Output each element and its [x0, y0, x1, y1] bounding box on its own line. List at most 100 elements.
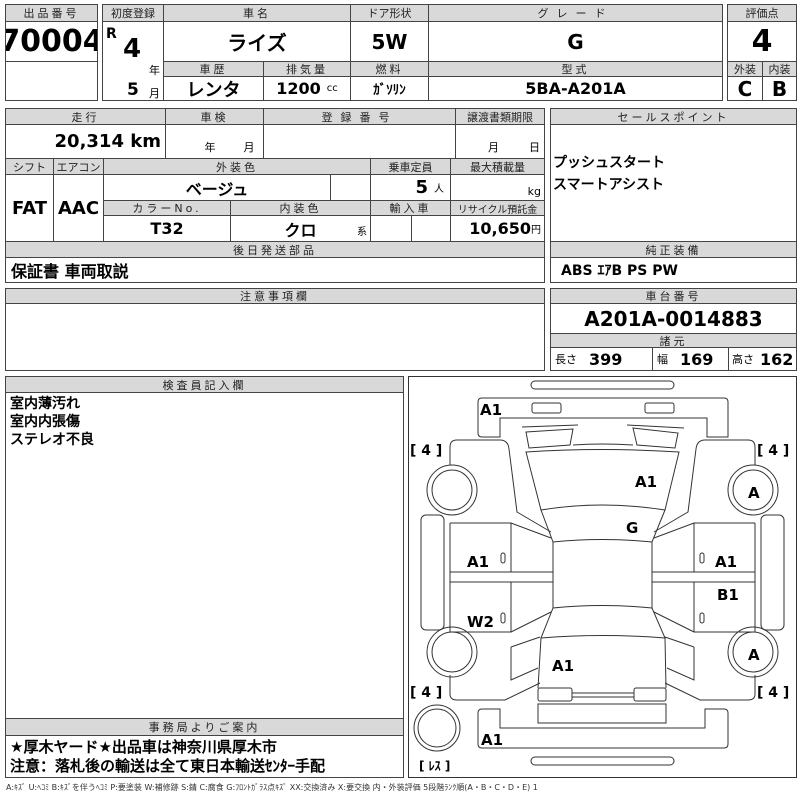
chassis-no: A201A-0014883: [550, 303, 797, 334]
tread-front-right: [ 4 ]: [757, 443, 789, 459]
office-line: ★厚木ヤード★出品車は神奈川県厚木市: [10, 737, 277, 756]
tread-rear-right: [ 4 ]: [757, 685, 789, 701]
history: レンタ: [163, 76, 264, 101]
left-front-door-grade: A1: [467, 553, 489, 571]
equipment: ABS ｴｱB PS PW: [550, 257, 797, 283]
inspector-label: 検査員記入欄: [5, 376, 404, 393]
lot-no-blank: [5, 61, 98, 101]
reg-year: 4: [123, 34, 142, 64]
car-damage-diagram: A1 A1 G A1 W2 A1 B1 A A A1 A1 [ 4 ] [ 4 …: [410, 380, 789, 773]
tire-rear-left: [426, 626, 478, 678]
import-cell-2: [411, 215, 451, 242]
color-no-label: カラーNo.: [103, 200, 231, 216]
later-parts: 保証書 車両取説: [5, 257, 545, 283]
transfer-day-unit: 日: [529, 141, 540, 154]
tire-rear-right: [727, 626, 779, 678]
shift: FAT: [5, 174, 54, 242]
displacement-unit: cc: [326, 83, 338, 94]
year-unit: 年: [149, 64, 160, 77]
spare-tire: [413, 704, 461, 752]
rear-window: [540, 607, 666, 639]
mileage-cell: 20,314 km: [5, 124, 166, 159]
exterior-grade: C: [727, 76, 763, 101]
recycle-label: リサイクル預託金: [450, 200, 545, 216]
int-color: クロ: [284, 220, 317, 240]
era: R: [106, 26, 117, 42]
int-color-cell: クロ 系: [230, 215, 371, 242]
car-name-label: 車名: [163, 4, 351, 22]
ext-color-extra: [330, 174, 371, 201]
ac: AAC: [53, 174, 104, 242]
ext-color-label: 外装色: [103, 158, 371, 175]
model-label: 型式: [428, 61, 723, 77]
width-label: 幅: [657, 353, 668, 366]
grade-label: グレード: [428, 4, 723, 22]
rear-bumper: [477, 708, 729, 749]
sales-points: プッシュスタート スマートアシスト: [550, 124, 797, 242]
roof: [552, 542, 653, 609]
inspection-year-unit: 年: [204, 141, 216, 154]
reg-month: 5: [127, 80, 139, 100]
notes-label: 注意事項欄: [5, 288, 545, 304]
right-rear-tire-grade: A: [748, 646, 760, 664]
transfer-month-unit: 月: [488, 141, 499, 154]
displacement-label: 排気量: [263, 61, 351, 77]
exterior-label: 外装: [727, 61, 763, 77]
width: 169: [680, 349, 714, 369]
month-unit: 月: [149, 87, 160, 100]
office-notice: ★厚木ヤード★出品車は神奈川県厚木市 注意：落札後の輸送は全て東日本輸送ｾﾝﾀｰ…: [5, 735, 404, 778]
inspection-label: 車検: [165, 108, 264, 125]
int-color-label: 内装色: [230, 200, 371, 216]
windshield-grade: G: [626, 519, 638, 537]
int-color-unit: 系: [357, 227, 367, 238]
capacity: 5: [415, 177, 428, 198]
reg-no-label: 登録番号: [263, 108, 456, 125]
reg-no: [263, 124, 456, 159]
specs-label: 諸元: [550, 333, 797, 348]
fuel-label: 燃料: [350, 61, 429, 77]
transfer-deadline-cell: 月日: [455, 124, 545, 159]
ext-color: ベージュ: [103, 174, 331, 201]
capacity-unit: 人: [434, 184, 444, 195]
max-load-unit: kg: [450, 174, 545, 201]
displacement: 1200: [276, 79, 321, 98]
taillight-left: [537, 687, 573, 702]
office-label: 事務局よりご案内: [5, 718, 404, 736]
hood-grade: A1: [635, 473, 657, 491]
interior-grade: B: [762, 76, 797, 101]
headlight-right: [644, 402, 675, 414]
tire-front-left: [426, 464, 478, 516]
import-cell-1: [370, 215, 412, 242]
sales-point-item: スマートアシスト: [553, 177, 665, 193]
notes-area: [5, 303, 545, 371]
recycle-fee: 10,650: [469, 219, 531, 238]
fuel: ｶﾞｿﾘﾝ: [350, 76, 429, 101]
right-front-door-grade: A1: [715, 553, 737, 571]
headlight-left: [531, 402, 562, 414]
later-parts-label: 後日発送部品: [5, 241, 545, 258]
mileage-label: 走行: [5, 108, 166, 125]
color-no: T32: [103, 215, 231, 242]
door-type: 5W: [350, 21, 429, 62]
length-label: 長さ: [555, 353, 577, 366]
windshield: [540, 509, 666, 543]
model: 5BA-A201A: [428, 76, 723, 101]
door-label: ドア形状: [350, 4, 429, 22]
ac-label: エアコン: [53, 158, 104, 175]
first-reg-box: R 4 年 5 月: [102, 21, 164, 101]
tread-rear-left: [ 4 ]: [410, 685, 442, 701]
inspector-notes: 室内薄汚れ 室内内張傷 ステレオ不良: [5, 392, 404, 719]
inspector-note: ステレオ不良: [10, 432, 94, 448]
taillight-right: [633, 687, 667, 702]
capacity-label: 乗車定員: [370, 158, 451, 175]
inspector-note: 室内薄汚れ: [10, 396, 80, 412]
history-label: 車歴: [163, 61, 264, 77]
interior-label: 内装: [762, 61, 797, 77]
shift-label: シフト: [5, 158, 54, 175]
transfer-deadline-label: 譲渡書類期限: [455, 108, 545, 125]
left-rear-door-grade: W2: [467, 613, 494, 631]
chassis-label: 車台番号: [550, 288, 797, 304]
car-name: ライズ: [163, 21, 351, 62]
office-line: 注意：落札後の輸送は全て東日本輸送ｾﾝﾀｰ手配: [10, 756, 326, 775]
